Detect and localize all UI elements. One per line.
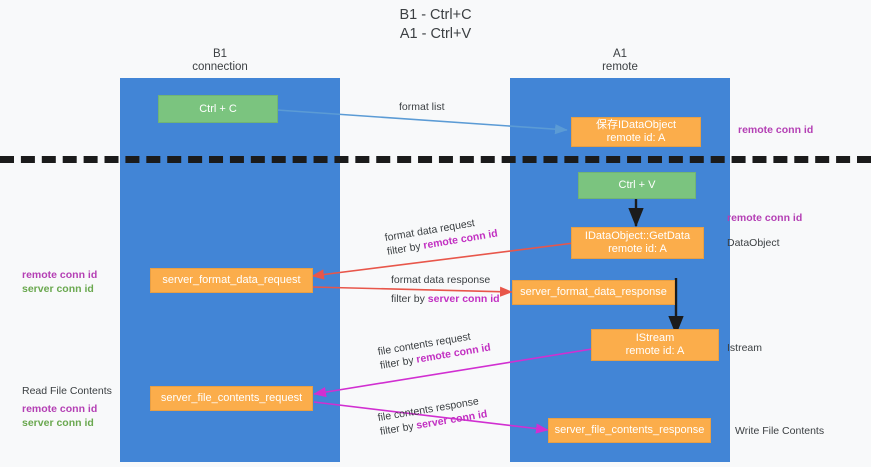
annotation-istream: Istream: [727, 342, 763, 354]
page-title: B1 - Ctrl+C A1 - Ctrl+V: [399, 7, 472, 42]
annotation-remote-conn-id: remote conn id: [22, 269, 98, 281]
column-header-a1: A1 remote: [602, 48, 638, 73]
node-save-idataobject[interactable]: 保存IDataObject remote id: A: [571, 117, 701, 147]
annotation-remote-conn-id: remote conn id: [22, 403, 98, 415]
node-istream[interactable]: IStream remote id: A: [591, 329, 719, 361]
edge-label-format-list: format list: [399, 101, 445, 113]
node-ctrl-v[interactable]: Ctrl + V: [578, 172, 696, 199]
node-idataobject-getdata[interactable]: IDataObject::GetData remote id: A: [571, 227, 704, 259]
edge-format-data-response: [311, 286, 513, 297]
annotation-read-file-contents: Read File Contents: [22, 385, 112, 397]
node-ctrl-c[interactable]: Ctrl + C: [158, 95, 278, 123]
node-server-file-contents-response[interactable]: server_file_contents_response: [548, 418, 711, 443]
annotation-server-conn-id: server conn id: [22, 417, 94, 429]
annotation-ids-bottom: remote conn id server conn id: [22, 402, 97, 430]
annotation-remote-conn-id-top: remote conn id: [738, 124, 814, 136]
phase-divider: [0, 156, 871, 163]
edge-label-format-data-response: format data response filter by server co…: [391, 273, 500, 306]
edge-label-line2: filter by server conn id: [391, 292, 500, 306]
filter-by-text: filter by: [391, 293, 428, 305]
edge-file-contents-request: [313, 348, 593, 398]
column-header-b1: B1 connection: [192, 48, 248, 73]
node-server-format-data-response[interactable]: server_format_data_response: [512, 280, 675, 305]
annotation-ids-top: remote conn id server conn id: [22, 268, 97, 296]
annotation-write-file-contents: Write File Contents: [735, 425, 825, 437]
annotation-server-conn-id: server conn id: [22, 283, 94, 295]
node-server-file-contents-request[interactable]: server_file_contents_request: [150, 386, 313, 411]
annotation-dataobject: DataObject: [727, 237, 780, 249]
edge-label-line1: format data response: [391, 274, 491, 286]
annotation-remote-conn-id-mid: remote conn id: [727, 212, 803, 224]
edge-file-contents-response: [313, 401, 549, 434]
server-conn-id-key: server conn id: [427, 293, 500, 305]
node-server-format-data-request[interactable]: server_format_data_request: [150, 268, 313, 293]
edge-format-list: [276, 109, 568, 135]
edge-format-data-request: [311, 242, 575, 280]
